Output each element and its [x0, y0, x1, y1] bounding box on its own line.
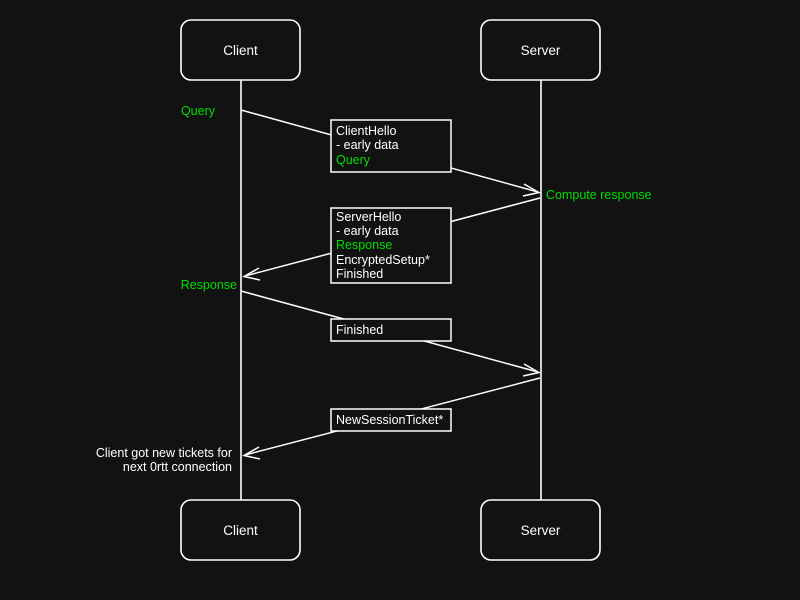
actor-box-server-top[interactable] [480, 19, 601, 81]
actor-label-server-bottom: Server [521, 523, 561, 538]
message-line-finished-0: Finished [336, 323, 383, 337]
message-line-server-hello-1: - early data [336, 224, 399, 238]
message-box-new-session-ticket[interactable] [330, 408, 452, 432]
note-client-tickets-line-1: Client got new tickets for [96, 446, 232, 460]
actor-box-client-top[interactable] [180, 19, 301, 81]
message-line-new-session-ticket-0: NewSessionTicket* [336, 413, 443, 427]
message-line-client-hello-2: Query [336, 153, 371, 167]
message-line-server-hello-2: Response [336, 238, 392, 252]
message-line-server-hello-3: EncryptedSetup* [336, 253, 430, 267]
note-client-tickets-line-2: next 0rtt connection [123, 460, 232, 474]
message-line-client-hello-0: ClientHello [336, 124, 396, 138]
arrow-head-finished [522, 363, 542, 377]
arrow-head-server-hello [241, 267, 261, 281]
arrow-head-client-hello [522, 183, 542, 197]
note-query: Query [181, 104, 216, 118]
message-line-server-hello-4: Finished [336, 267, 383, 281]
message-box-server-hello[interactable] [330, 207, 452, 284]
actor-label-server-top: Server [521, 43, 561, 58]
actor-box-client-bottom[interactable] [180, 499, 301, 561]
actor-label-client-bottom: Client [223, 523, 258, 538]
message-line-client-hello-1: - early data [336, 138, 399, 152]
actor-label-client-top: Client [223, 43, 258, 58]
message-box-client-hello[interactable] [330, 119, 452, 173]
actor-box-server-bottom[interactable] [480, 499, 601, 561]
message-line-server-hello-0: ServerHello [336, 210, 401, 224]
note-response: Response [181, 278, 237, 292]
note-compute-response: Compute response [546, 188, 652, 202]
arrow-head-new-session-ticket [241, 446, 261, 460]
message-box-finished[interactable] [330, 318, 452, 342]
